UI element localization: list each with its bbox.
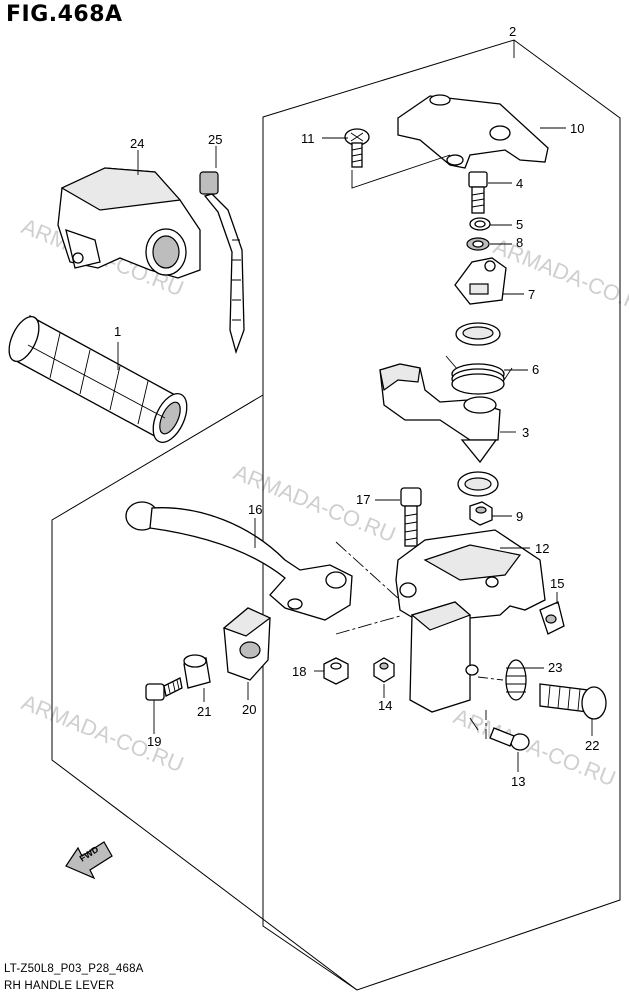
callout-20: 20: [242, 702, 256, 717]
callout-numbers: 2 11 10 4 5 8 7 6 3 9 17 12 15 23 22 13 …: [114, 24, 599, 789]
callout-15: 15: [550, 576, 564, 591]
callout-25: 25: [208, 132, 222, 147]
callout-2: 2: [509, 24, 516, 39]
part-3-upper-ring[interactable]: [455, 322, 501, 346]
watermark-text: ARMADA-CO.RU: [18, 689, 187, 777]
callout-22: 22: [585, 738, 599, 753]
callout-12: 12: [535, 541, 549, 556]
callout-11: 11: [301, 131, 315, 146]
part-19-bolt[interactable]: [145, 677, 183, 701]
watermark-text: ARMADA-CO.RU: [490, 233, 629, 321]
callout-4: 4: [516, 176, 523, 191]
part-25-cable-tie[interactable]: [199, 171, 245, 355]
callout-7: 7: [528, 287, 535, 302]
part-10-clamp[interactable]: [397, 94, 549, 169]
figure-title: FIG.468A: [6, 2, 123, 27]
callout-9: 9: [516, 509, 523, 524]
part-1-grip[interactable]: [3, 312, 194, 447]
assembly-frame-lower: [51, 394, 358, 991]
part-20-holder[interactable]: [222, 607, 272, 681]
callout-17: 17: [356, 492, 370, 507]
figure-code: LT-Z50L8_P03_P28_468A: [4, 963, 144, 975]
callout-5: 5: [516, 217, 523, 232]
part-3-adjuster-arm[interactable]: [379, 363, 501, 497]
figure-caption: RH HANDLE LEVER: [4, 980, 115, 992]
part-9-nut[interactable]: [469, 501, 493, 526]
watermarks: ARMADA-CO.RU ARMADA-CO.RU ARMADA-CO.RU A…: [18, 213, 629, 791]
callout-3: 3: [522, 425, 529, 440]
callout-23: 23: [548, 660, 562, 675]
callout-10: 10: [570, 121, 584, 136]
callout-18: 18: [292, 664, 306, 679]
callout-1: 1: [114, 324, 121, 339]
callout-16: 16: [248, 502, 262, 517]
callout-14: 14: [378, 698, 392, 713]
callout-19: 19: [147, 734, 161, 749]
part-5-washer[interactable]: [469, 217, 491, 231]
fwd-arrow-icon: FWD: [65, 841, 113, 880]
part-21-collar[interactable]: [183, 654, 211, 689]
part-7-plate[interactable]: [454, 257, 507, 305]
part-4-bolt[interactable]: [468, 171, 488, 214]
callout-13: 13: [511, 774, 525, 789]
callout-24: 24: [130, 136, 144, 151]
callout-8: 8: [516, 235, 523, 250]
part-16-brake-lever[interactable]: [125, 501, 353, 621]
part-12-lever-holder[interactable]: [395, 529, 546, 713]
leader-lines: [117, 40, 593, 772]
part-8-washer[interactable]: [466, 237, 490, 251]
part-11-screw[interactable]: [344, 128, 370, 168]
part-23-adjuster[interactable]: [505, 659, 527, 701]
part-13-screw[interactable]: [489, 727, 530, 751]
part-22-adjuster-bolt[interactable]: [539, 683, 607, 720]
part-24-switch-housing[interactable]: [57, 167, 201, 279]
part-15-nut[interactable]: [539, 601, 565, 635]
part-18-nut[interactable]: [323, 657, 349, 685]
callout-6: 6: [532, 362, 539, 377]
callout-21: 21: [197, 704, 211, 719]
part-17-bolt[interactable]: [400, 487, 422, 547]
part-6-spring[interactable]: [445, 355, 513, 395]
part-14-nut[interactable]: [373, 657, 395, 683]
